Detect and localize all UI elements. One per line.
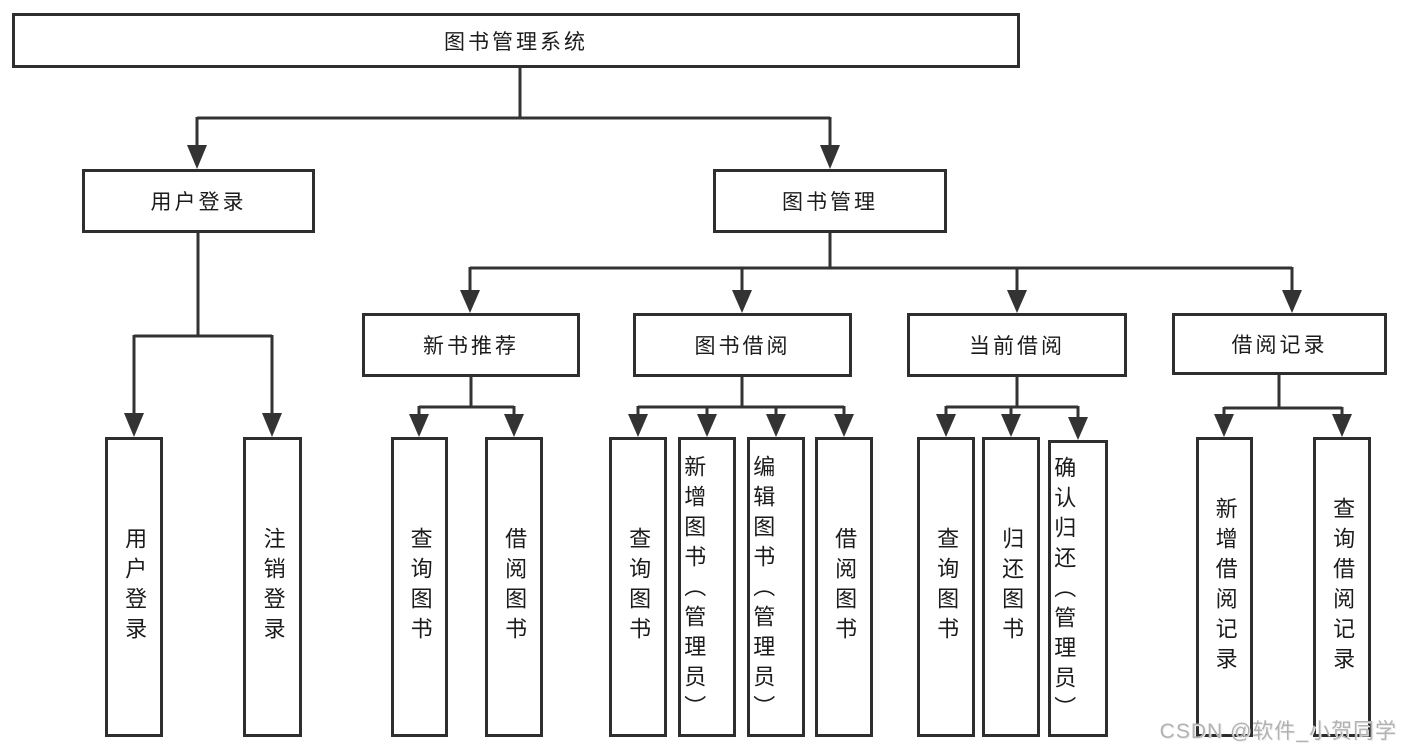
- node-label: 图书管理系统: [444, 30, 588, 54]
- leaf-confirm-return-admin: 确认归还（管理员）: [1048, 440, 1108, 737]
- leaf-add-borrow-record: 新增借阅记录: [1196, 437, 1253, 737]
- node-new-book-recommendation: 新书推荐: [362, 313, 580, 377]
- node-current-borrowing: 当前借阅: [907, 313, 1127, 377]
- leaf-edit-books-admin: 编辑图书（管理员）: [747, 437, 805, 737]
- node-label: 用户登录: [122, 527, 148, 647]
- node-user-login: 用户登录: [82, 169, 315, 233]
- node-label: 查询图书: [407, 527, 433, 647]
- leaf-borrow-books-recommend: 借阅图书: [485, 437, 543, 737]
- node-label: 查询图书: [934, 527, 960, 647]
- node-label: 确认归还（管理员）: [1051, 456, 1077, 726]
- node-label: 注销登录: [260, 527, 286, 647]
- connector-userlogin-group: [132, 233, 274, 418]
- leaf-query-books-recommend: 查询图书: [391, 437, 448, 737]
- leaf-add-books-admin: 新增图书（管理员）: [678, 437, 736, 737]
- node-label: 编辑图书（管理员）: [750, 454, 776, 725]
- leaf-query-books-current: 查询图书: [917, 437, 975, 737]
- leaf-query-books-borrowing: 查询图书: [609, 437, 667, 737]
- node-label: 当前借阅: [969, 335, 1065, 358]
- leaf-return-books: 归还图书: [982, 437, 1040, 737]
- node-label: 借阅图书: [832, 527, 858, 647]
- leaf-borrow-books: 借阅图书: [815, 437, 873, 737]
- node-borrowing-records: 借阅记录: [1172, 313, 1387, 375]
- node-label: 新书推荐: [423, 335, 519, 358]
- connector-root-to-level2: [195, 68, 832, 150]
- node-label: 用户登录: [150, 191, 247, 214]
- node-root-library-system: 图书管理系统: [12, 13, 1020, 68]
- connector-borrowrecord-group: [1222, 374, 1344, 420]
- arrowheads: [124, 145, 1352, 440]
- connector-bookborrow-group: [636, 377, 846, 420]
- node-label: 图书管理: [782, 191, 878, 214]
- node-label: 查询借阅记录: [1330, 497, 1356, 677]
- node-label: 图书借阅: [694, 335, 791, 358]
- connector-bookmgmt-to-level3: [468, 233, 1294, 295]
- node-book-borrowing: 图书借阅: [633, 313, 852, 377]
- node-book-management: 图书管理: [713, 169, 947, 233]
- node-label: 归还图书: [999, 527, 1025, 647]
- node-label: 查询图书: [626, 527, 652, 647]
- node-label: 借阅图书: [502, 527, 528, 647]
- leaf-query-borrow-record: 查询借阅记录: [1313, 437, 1371, 737]
- node-label: 新增借阅记录: [1212, 497, 1238, 677]
- node-label: 借阅记录: [1231, 334, 1328, 357]
- connector-newbook-group: [417, 377, 516, 420]
- leaf-logout: 注销登录: [243, 437, 302, 737]
- csdn-watermark: CSDN @软件_小贺同学: [1159, 720, 1397, 743]
- node-label: 新增图书（管理员）: [681, 454, 707, 725]
- leaf-user-login: 用户登录: [105, 437, 163, 737]
